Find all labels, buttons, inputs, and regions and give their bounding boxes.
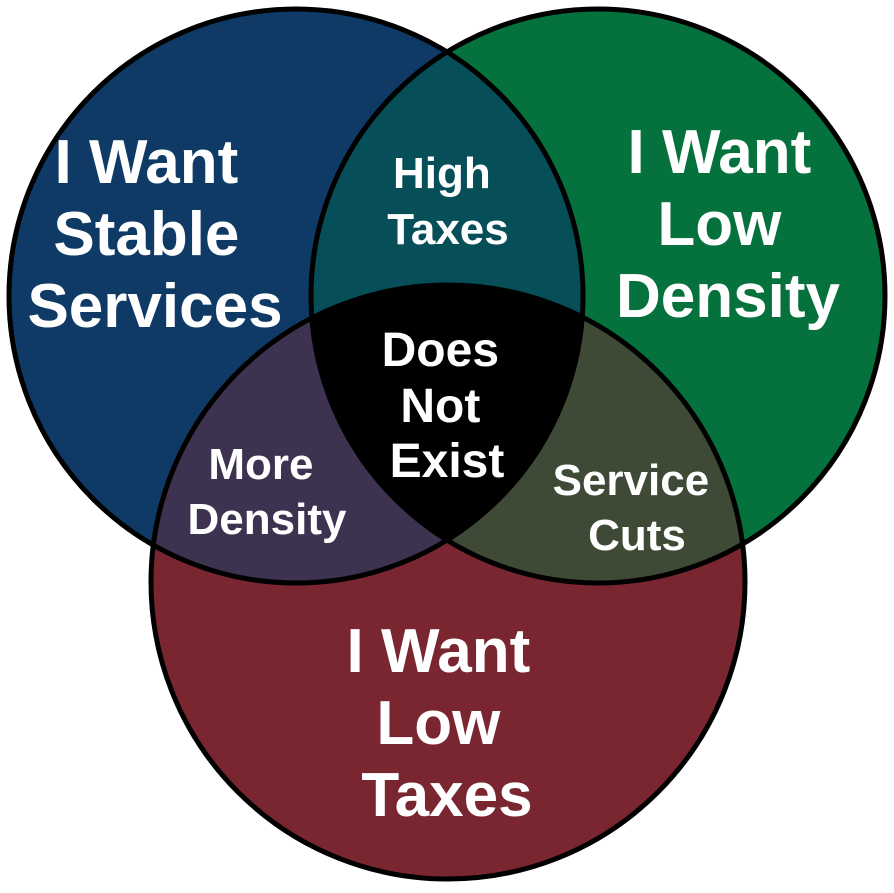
density-label: I Want Low Density [616,118,840,331]
services-label: I Want Stable Services [27,128,282,341]
more-density-label: More Density [188,440,347,544]
high-taxes-label: High Taxes [387,149,509,254]
density-outline [308,6,888,586]
taxes-label: I Want Low Taxes [347,617,548,830]
services-outline [6,6,586,586]
taxes-outline [148,282,748,882]
service-cuts-label: Service Cuts [553,456,722,560]
does-not-exist-label: Does Not Exist [382,324,513,488]
